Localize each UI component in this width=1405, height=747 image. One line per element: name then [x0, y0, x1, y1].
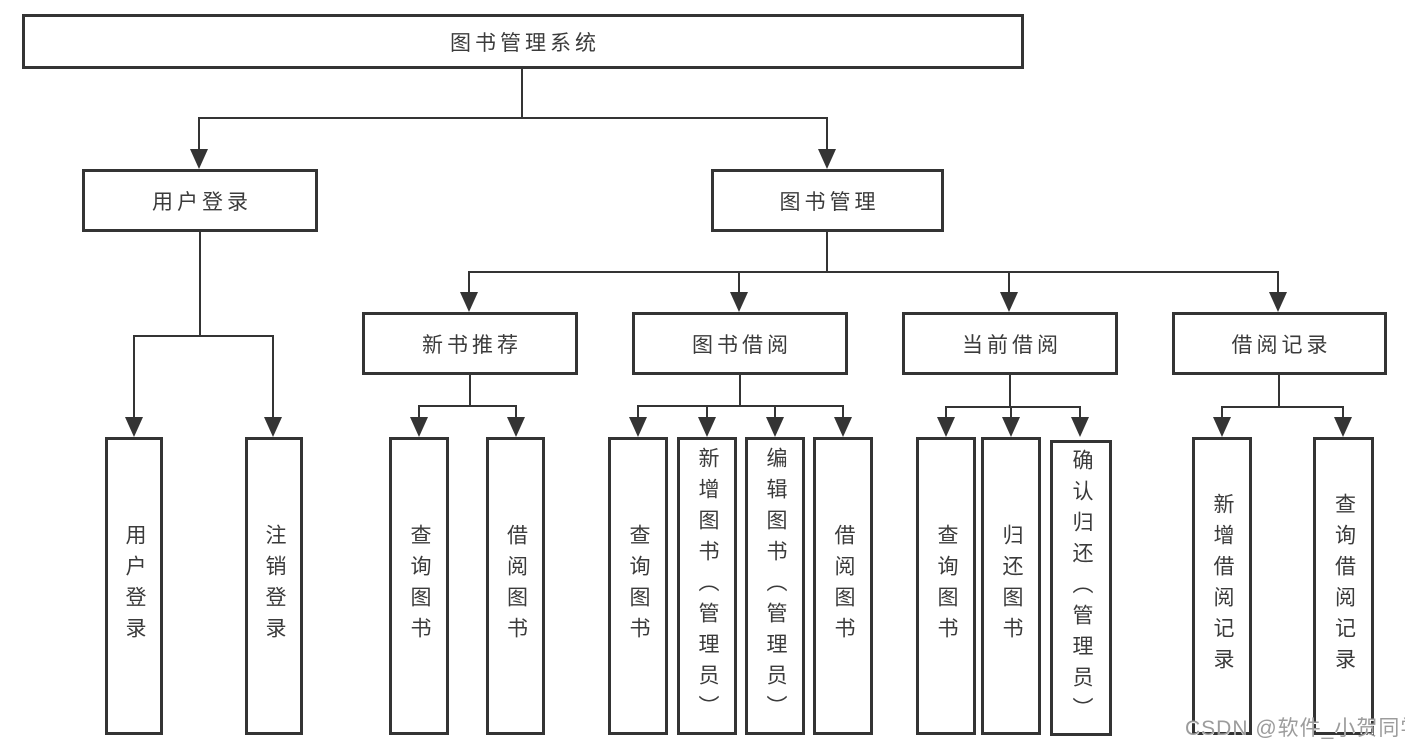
leaf-confirm-return-admin: 确认归还（管理员）: [1050, 440, 1112, 736]
arrow-down-icon: [1334, 417, 1352, 437]
leaf-edit-book-admin: 编辑图书（管理员）: [745, 437, 805, 735]
node-label: 新书推荐: [422, 333, 522, 357]
connector-line: [198, 117, 828, 119]
connector-line: [418, 405, 420, 421]
leaf-add-borrow-record: 新增借阅记录: [1192, 437, 1252, 735]
connector-line: [1221, 406, 1344, 408]
arrow-down-icon: [766, 417, 784, 437]
node-label: 查询图书: [935, 524, 959, 648]
connector-line: [826, 117, 828, 151]
arrow-down-icon: [460, 292, 478, 312]
connector-line: [1079, 406, 1081, 421]
arrow-down-icon: [629, 417, 647, 437]
node-label: 当前借阅: [962, 333, 1062, 357]
connector-line: [637, 405, 639, 421]
node-label: 图书管理系统: [450, 31, 600, 55]
leaf-borrow-book-newbook: 借阅图书: [486, 437, 545, 735]
connector-line: [842, 405, 844, 421]
arrow-down-icon: [264, 417, 282, 437]
node-library-system: 图书管理系统: [22, 14, 1024, 69]
connector-line: [199, 232, 201, 335]
node-new-book-recommendation: 新书推荐: [362, 312, 578, 375]
node-borrowing-records: 借阅记录: [1172, 312, 1387, 375]
connector-line: [774, 405, 776, 421]
node-label: 借阅记录: [1231, 333, 1332, 357]
node-book-management: 图书管理: [711, 169, 944, 232]
node-label: 借阅图书: [832, 524, 856, 648]
arrow-down-icon: [730, 292, 748, 312]
connector-line: [1342, 406, 1344, 421]
node-label: 确认归还（管理员）: [1070, 448, 1094, 728]
connector-line: [515, 405, 517, 421]
arrow-down-icon: [410, 417, 428, 437]
leaf-search-borrow-record: 查询借阅记录: [1313, 437, 1374, 735]
connector-line: [418, 405, 517, 407]
arrow-down-icon: [1269, 292, 1287, 312]
node-label: 注销登录: [263, 524, 287, 648]
node-label: 用户登录: [152, 190, 252, 214]
connector-line: [826, 232, 828, 273]
leaf-search-book-borrowing: 查询图书: [608, 437, 668, 735]
arrow-down-icon: [818, 149, 836, 169]
arrow-down-icon: [125, 417, 143, 437]
node-label: 图书借阅: [692, 333, 792, 357]
leaf-add-book-admin: 新增图书（管理员）: [677, 437, 737, 735]
connector-line: [739, 375, 741, 405]
connector-line: [521, 69, 523, 117]
connector-line: [945, 406, 1081, 408]
node-label: 归还图书: [1000, 524, 1024, 648]
connector-line: [637, 405, 844, 407]
node-label: 查询借阅记录: [1332, 493, 1356, 679]
node-book-borrowing: 图书借阅: [632, 312, 848, 375]
node-current-borrowing: 当前借阅: [902, 312, 1118, 375]
node-label: 借阅图书: [504, 524, 528, 648]
leaf-borrow-book-borrowing: 借阅图书: [813, 437, 873, 735]
csdn-watermark: CSDN @软件_小贺同学: [1185, 717, 1405, 740]
connector-line: [738, 271, 740, 295]
arrow-down-icon: [507, 417, 525, 437]
connector-line: [1008, 271, 1010, 295]
arrow-down-icon: [1000, 292, 1018, 312]
connector-line: [133, 335, 274, 337]
node-label: 用户登录: [123, 524, 147, 648]
leaf-search-book-newbook: 查询图书: [389, 437, 449, 735]
arrow-down-icon: [1213, 417, 1231, 437]
connector-line: [1278, 375, 1280, 406]
connector-line: [468, 271, 470, 295]
connector-line: [133, 335, 135, 421]
node-label: 新增图书（管理员）: [696, 446, 720, 726]
arrow-down-icon: [937, 417, 955, 437]
connector-line: [1277, 271, 1279, 295]
node-label: 编辑图书（管理员）: [764, 446, 788, 726]
connector-line: [468, 271, 1278, 273]
arrow-down-icon: [1071, 417, 1089, 437]
leaf-return-book: 归还图书: [981, 437, 1041, 735]
connector-line: [198, 117, 200, 151]
node-label: 查询图书: [408, 524, 432, 648]
arrow-down-icon: [698, 417, 716, 437]
leaf-search-book-current: 查询图书: [916, 437, 976, 735]
arrow-down-icon: [190, 149, 208, 169]
node-user-login: 用户登录: [82, 169, 318, 232]
arrow-down-icon: [1002, 417, 1020, 437]
connector-line: [272, 335, 274, 421]
node-label: 图书管理: [779, 190, 880, 214]
connector-line: [1009, 375, 1011, 406]
connector-line: [706, 405, 708, 421]
connector-line: [469, 375, 471, 405]
node-label: 查询图书: [627, 524, 651, 648]
leaf-user-login: 用户登录: [105, 437, 163, 735]
connector-line: [1221, 406, 1223, 421]
leaf-logout: 注销登录: [245, 437, 303, 735]
arrow-down-icon: [834, 417, 852, 437]
connector-line: [945, 406, 947, 421]
connector-line: [1010, 406, 1012, 421]
node-label: 新增借阅记录: [1211, 493, 1235, 679]
